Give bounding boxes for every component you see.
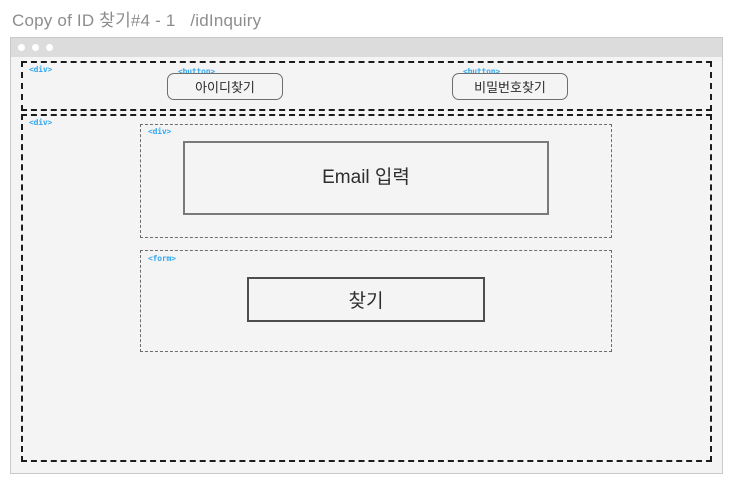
- browser-window: <div> <button> 아이디찾기 <button> 비밀번호찾기 <di…: [10, 37, 723, 474]
- window-titlebar: [11, 38, 722, 57]
- tag-label-div-tabs: <div>: [29, 65, 53, 74]
- tag-label-div-body: <div>: [29, 118, 53, 127]
- password-find-button[interactable]: 비밀번호찾기: [452, 73, 568, 100]
- email-input[interactable]: [183, 141, 549, 215]
- maximize-dot-icon[interactable]: [46, 44, 53, 51]
- tag-label-div-email: <div>: [148, 127, 172, 136]
- window-controls: [18, 44, 53, 51]
- tag-label-button-pw-find: <button>: [463, 67, 500, 76]
- page-title: Copy of ID 찾기#4 - 1 /idInquiry: [12, 11, 262, 30]
- tag-label-button-id-find: <button>: [178, 67, 215, 76]
- id-find-button[interactable]: 아이디찾기: [167, 73, 283, 100]
- tag-label-form: <form>: [148, 254, 176, 263]
- minimize-dot-icon[interactable]: [32, 44, 39, 51]
- tabs-section: [21, 61, 712, 111]
- close-dot-icon[interactable]: [18, 44, 25, 51]
- submit-button[interactable]: 찾기: [247, 277, 485, 322]
